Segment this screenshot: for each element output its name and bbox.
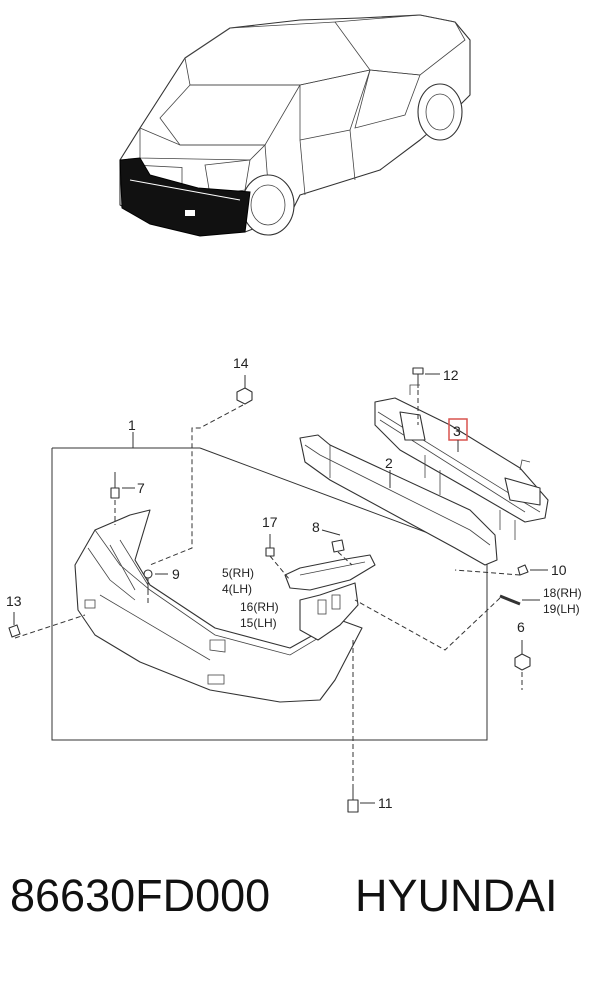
part-18-19-pin <box>499 594 540 606</box>
part-11-screw <box>347 785 375 813</box>
part-8-clip <box>321 529 345 553</box>
part-7-screw <box>110 472 135 499</box>
part-15-16-bracket <box>299 582 359 641</box>
part-14-nut <box>236 375 253 405</box>
label-part-10: 10 <box>551 562 567 578</box>
label-part-8: 8 <box>312 519 320 535</box>
label-part-16: 16(RH) <box>240 600 279 614</box>
part-9-screw <box>143 569 168 590</box>
callout-labels: 14 12 3 1 2 7 17 8 9 5(RH) 4(LH) 16(RH) … <box>6 355 582 811</box>
assembly-box <box>51 448 488 741</box>
label-part-6: 6 <box>517 619 525 635</box>
label-part-9: 9 <box>172 566 180 582</box>
car-rear-bumper <box>119 157 251 237</box>
label-part-4: 4(LH) <box>222 582 252 596</box>
part-3-reinforcement <box>374 384 549 540</box>
label-part-19: 19(LH) <box>543 602 580 616</box>
car-overview <box>119 14 471 237</box>
part-1-bumper-cover <box>74 509 363 703</box>
label-part-15: 15(LH) <box>240 616 277 630</box>
label-part-3: 3 <box>453 423 461 439</box>
exploded-view <box>8 367 549 813</box>
label-part-17: 17 <box>262 514 278 530</box>
part-12-bolt <box>412 367 440 388</box>
label-part-12: 12 <box>443 367 459 383</box>
label-part-13: 13 <box>6 593 22 609</box>
footer: 86630FD000 HYUNDAI <box>0 870 600 950</box>
part-10-clip <box>517 564 548 576</box>
part-13-clip <box>8 612 21 638</box>
part-number: 86630FD000 <box>10 870 271 921</box>
part-4-5-bracket <box>284 554 376 591</box>
label-part-5: 5(RH) <box>222 566 254 580</box>
brand-name: HYUNDAI <box>355 870 558 921</box>
label-part-18: 18(RH) <box>543 586 582 600</box>
label-part-7: 7 <box>137 480 145 496</box>
part-2-absorber <box>299 434 498 566</box>
label-part-2: 2 <box>385 455 393 471</box>
label-part-1: 1 <box>128 417 136 433</box>
part-17-clip <box>265 534 275 557</box>
label-part-14: 14 <box>233 355 249 371</box>
label-part-11: 11 <box>378 795 393 811</box>
part-6-nut <box>514 640 531 671</box>
